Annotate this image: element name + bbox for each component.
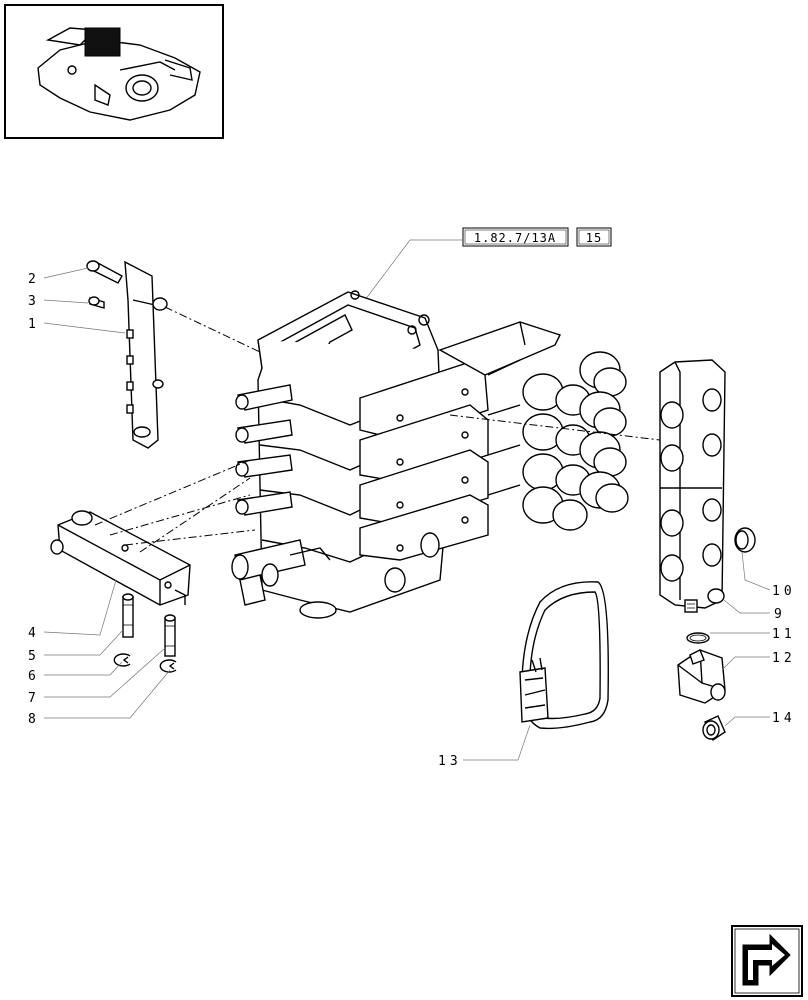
- part-10-plug: [734, 527, 756, 553]
- part-5-pin: [122, 593, 134, 638]
- callout-14[interactable]: 14: [772, 711, 796, 726]
- thumbnail-frame: [4, 4, 224, 139]
- next-page-arrow-icon[interactable]: [731, 925, 803, 997]
- reference-code[interactable]: 1.82.7/13A: [474, 231, 556, 245]
- leader-lines: [43, 267, 771, 761]
- callout-9[interactable]: 9: [774, 607, 782, 622]
- part-2-screw: [86, 260, 123, 284]
- reference-leader: [364, 239, 463, 301]
- part-14-cap: [702, 715, 726, 742]
- control-valve-assembly: [231, 290, 489, 619]
- part-12-fitting: [677, 649, 726, 704]
- reference-page[interactable]: 15: [586, 231, 602, 245]
- callout-3[interactable]: 3: [28, 294, 36, 309]
- callout-6[interactable]: 6: [28, 669, 36, 684]
- page-reference-box[interactable]: 15: [576, 227, 612, 247]
- part-6-circlip: [113, 653, 131, 667]
- part-4-lever-link: [50, 510, 191, 606]
- callout-11[interactable]: 11: [772, 627, 796, 642]
- callout-10[interactable]: 10: [772, 584, 796, 599]
- callout-labels: 2 3 1 4 5 6 7 8 9 10 11 12 13 14: [28, 272, 796, 769]
- callout-5[interactable]: 5: [28, 649, 36, 664]
- part-8-circlip: [159, 659, 177, 673]
- part-13-gasket: [519, 581, 609, 730]
- callout-8[interactable]: 8: [28, 712, 36, 727]
- part-11-o-ring: [686, 632, 710, 644]
- part-1-bracket: [124, 260, 168, 449]
- callout-1[interactable]: 1: [28, 317, 36, 332]
- couplers-block: [438, 321, 629, 531]
- callout-7[interactable]: 7: [28, 691, 36, 706]
- part-9-coupler-cover: [659, 359, 726, 613]
- callout-13[interactable]: 13: [438, 754, 462, 769]
- callout-2[interactable]: 2: [28, 272, 36, 287]
- callout-12[interactable]: 12: [772, 651, 796, 666]
- assembly-lines: [94, 414, 661, 553]
- part-3-nut: [88, 296, 105, 309]
- reference-box[interactable]: 1.82.7/13A: [462, 227, 569, 247]
- assembly-thumbnail-icon: [37, 27, 201, 121]
- part-7-pin: [164, 614, 176, 657]
- callout-4[interactable]: 4: [28, 626, 36, 641]
